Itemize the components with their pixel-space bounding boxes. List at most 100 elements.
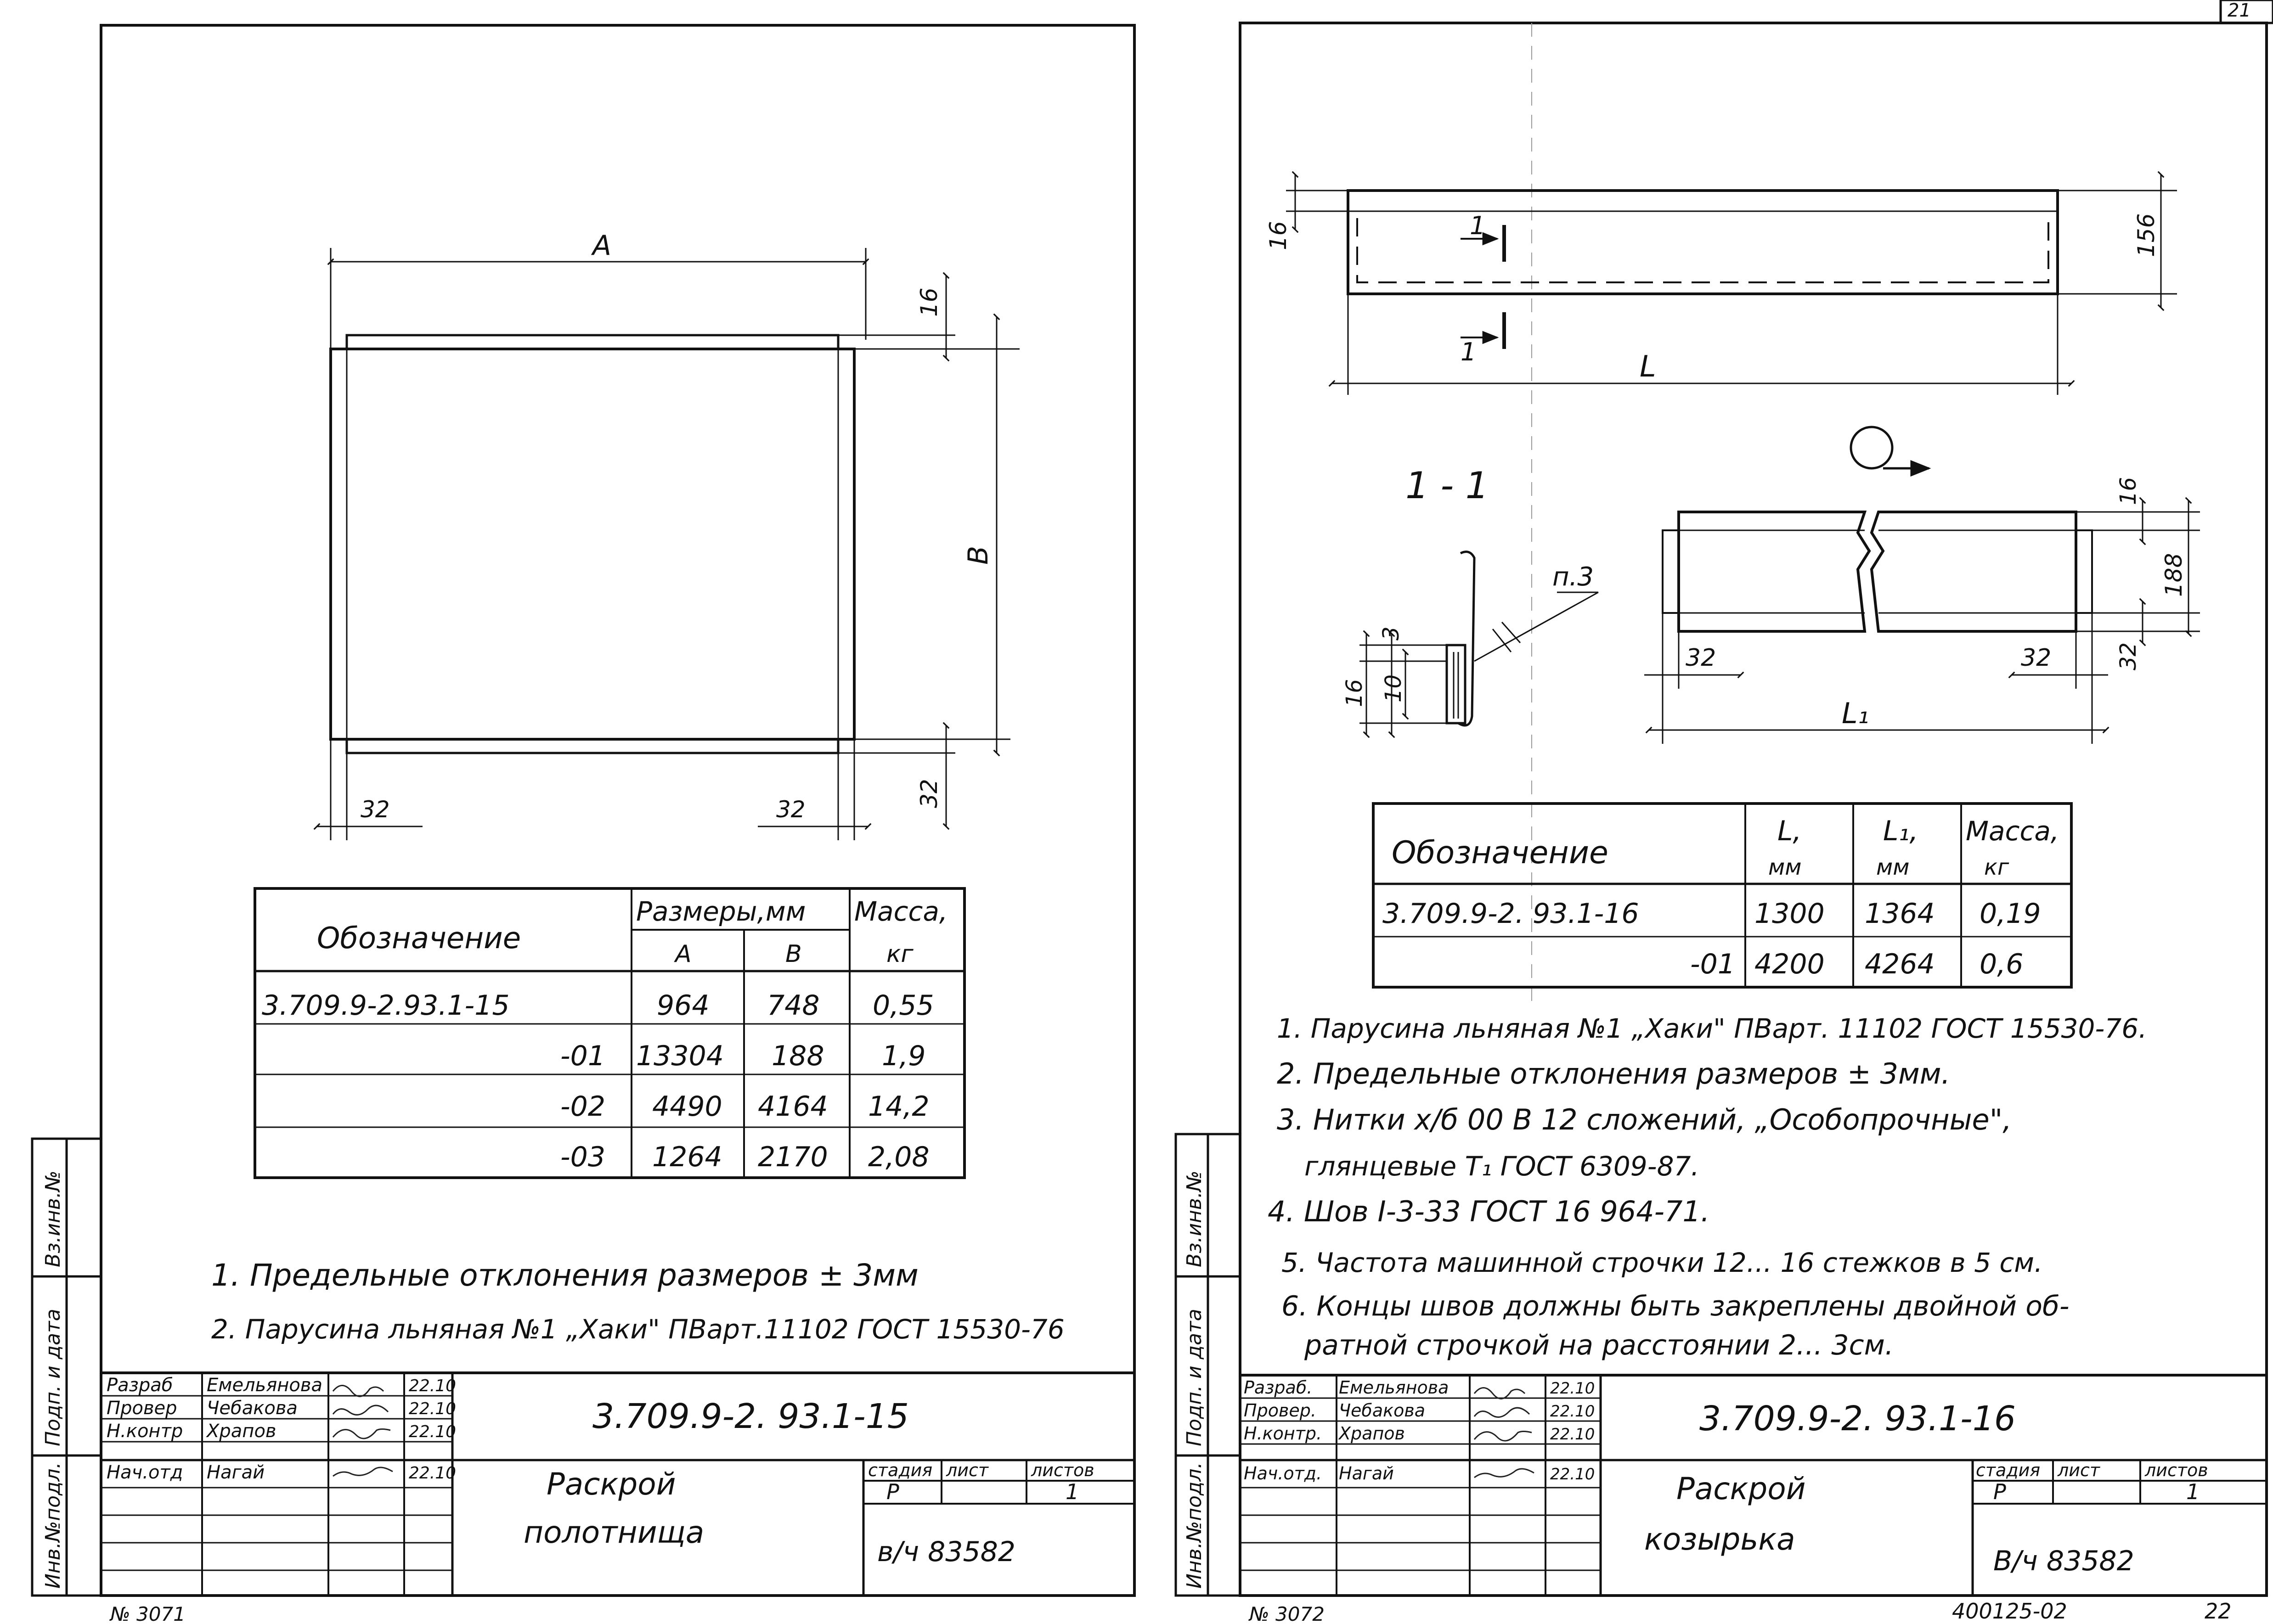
right-role-3: Нач.отд. (1244, 1463, 1322, 1484)
left-role-1: Провер (107, 1398, 177, 1419)
left-label-sheet: лист (946, 1460, 989, 1480)
right-note-6: 6. Концы швов должны быть закреплены дво… (1281, 1290, 2070, 1322)
left-title-line2: полотнища (524, 1515, 704, 1550)
right-side-stamp-signature-date: Подп. и дата (1183, 1309, 1206, 1446)
right-note-6-cont: ратной строчкой на расстоянии 2... 3см. (1304, 1329, 1894, 1361)
left-row-0-designation: 3.709.9-2.93.1-15 (262, 989, 510, 1022)
right-table-header-mass: Масса, (1966, 815, 2059, 847)
right-note-1: 1. Парусина льняная №1 „Хаки" ПВарт. 111… (1277, 1013, 2147, 1044)
left-table-header-designation: Обозначение (317, 922, 521, 955)
dim-16-side-label: 16 (2115, 477, 2141, 505)
left-row-0-mass: 0,55 (873, 989, 934, 1022)
dim-A-label: A (591, 230, 611, 262)
left-row-1-mass: 1,9 (882, 1040, 925, 1072)
dim-32-side-label: 32 (2115, 642, 2141, 670)
right-name-1: Чебакова (1339, 1400, 1425, 1421)
dim-B-label: B (962, 546, 994, 565)
right-side-stamp-inv-orig: Инв.№подл. (1183, 1462, 1206, 1589)
right-sheet: Инв.№подл. Подп. и дата Вз.инв.№ 16 156 (1174, 22, 2268, 1624)
right-label-sheets: листов (2144, 1460, 2208, 1480)
left-sheet-frame (100, 24, 1136, 1597)
right-bottom-mark: № 3072 (1248, 1603, 1325, 1624)
right-code: 3.709.9-2. 93.1-16 (1699, 1399, 2016, 1439)
dim-16-section-label: 16 (1342, 679, 1367, 707)
section-title: 1 - 1 (1405, 464, 1489, 507)
right-name-2: Храпов (1338, 1423, 1405, 1444)
left-row-1-B: 188 (772, 1040, 824, 1072)
left-row-1-designation: -01 (560, 1040, 605, 1072)
left-date-1: 22.10 (409, 1399, 456, 1418)
right-archive-number: 400125-02 (1952, 1599, 2067, 1624)
right-signatures (1473, 1387, 1534, 1478)
right-row-1-L1: 4264 (1865, 948, 1935, 980)
sheet-corner-number: 21 (2228, 0, 2251, 21)
left-row-3-A: 1264 (652, 1141, 722, 1173)
left-size-table (254, 887, 966, 1179)
left-label-sheets: листов (1031, 1460, 1094, 1480)
visor-plan-drawing (1286, 171, 2177, 395)
dim-32-bottom-label: 32 (916, 779, 942, 808)
left-signatures (332, 1385, 393, 1477)
dim-10-label: 10 (1381, 674, 1406, 702)
left-table-header-sizes: Размеры,мм (636, 896, 806, 927)
left-name-1: Чебакова (207, 1398, 298, 1419)
right-role-1: Провер. (1244, 1400, 1316, 1421)
dim-32-right-side-label: 32 (2021, 644, 2051, 672)
left-bottom-mark: № 3071 (109, 1603, 186, 1624)
side-stamp-signature-date: Подп. и дата (41, 1309, 65, 1446)
right-row-0-L1: 1364 (1865, 898, 1935, 930)
left-table-sub-A: A (674, 940, 692, 968)
dim-32-left-side-label: 32 (1686, 644, 1716, 672)
right-role-2: Н.контр. (1244, 1423, 1322, 1444)
right-role-0: Разраб. (1244, 1377, 1312, 1398)
right-title-line2: козырька (1644, 1522, 1795, 1557)
left-stage-value: Р (886, 1479, 899, 1504)
right-stage-value: Р (1993, 1479, 2006, 1504)
left-title-block (100, 1371, 1136, 1597)
right-size-table (1372, 802, 2073, 989)
dim-188-label: 188 (2160, 553, 2187, 597)
side-stamp-inv-replaced: Вз.инв.№ (41, 1170, 65, 1267)
left-date-0: 22.10 (409, 1377, 456, 1395)
right-note-5: 5. Частота машинной строчки 12... 16 сте… (1281, 1247, 2043, 1278)
left-name-3: Нагай (207, 1462, 265, 1483)
right-title-line1: Раскрой (1676, 1471, 1806, 1506)
left-sheet: Инв.№подл. Подп. и дата Вз.инв.№ (31, 24, 1136, 1624)
right-date-0: 22.10 (1550, 1379, 1595, 1398)
left-row-3-designation: -03 (560, 1141, 605, 1173)
right-label-sheet: лист (2057, 1460, 2101, 1480)
right-name-0: Емельянова (1339, 1377, 1449, 1398)
left-date-2: 22.10 (409, 1422, 456, 1441)
left-row-2-B: 4164 (758, 1090, 828, 1123)
dim-16-top-label: 16 (1265, 221, 1292, 250)
right-label-stage: стадия (1976, 1460, 2040, 1480)
left-code: 3.709.9-2. 93.1-15 (592, 1397, 909, 1436)
right-name-3: Нагай (1339, 1463, 1394, 1484)
left-row-2-A: 4490 (652, 1090, 722, 1123)
left-row-2-mass: 14,2 (868, 1090, 930, 1123)
dim-32-left-label: 32 (361, 796, 390, 823)
right-note-3: 3. Нитки х/б 00 В 12 сложений, „Особопро… (1277, 1103, 2012, 1136)
left-sheets-value: 1 (1066, 1479, 1079, 1504)
left-note-2: 2. Парусина льняная №1 „Хаки" ПВарт.1110… (211, 1314, 1065, 1345)
left-table-sub-B: B (785, 940, 802, 968)
side-stamp-inv-orig: Инв.№подл. (41, 1462, 65, 1589)
right-date-1: 22.10 (1550, 1402, 1595, 1421)
left-title-line1: Раскрой (547, 1467, 676, 1502)
right-note-4: 4. Шов I-3-33 ГОСТ 16 964-71. (1268, 1195, 1710, 1228)
right-table-unit-mm-L: мм (1768, 854, 1801, 880)
left-role-3: Нач.отд (107, 1462, 183, 1483)
section-mark-bottom: 1 (1461, 337, 1476, 366)
right-page-number: 22 (2205, 1599, 2232, 1624)
right-row-1-designation: -01 (1690, 948, 1735, 980)
callout-p3: п.3 (1552, 562, 1594, 592)
dim-156-label: 156 (2133, 214, 2160, 257)
right-date-3: 22.10 (1550, 1465, 1595, 1484)
left-note-1: 1. Предельные отклонения размеров ± 3мм (211, 1258, 919, 1293)
right-note-3-cont: глянцевые Т₁ ГОСТ 6309-87. (1304, 1151, 1699, 1182)
dim-32-right-label: 32 (776, 796, 806, 823)
left-table-sub-mass-unit: кг (886, 940, 914, 968)
left-role-2: Н.контр (107, 1421, 183, 1442)
left-row-1-A: 13304 (636, 1040, 724, 1072)
